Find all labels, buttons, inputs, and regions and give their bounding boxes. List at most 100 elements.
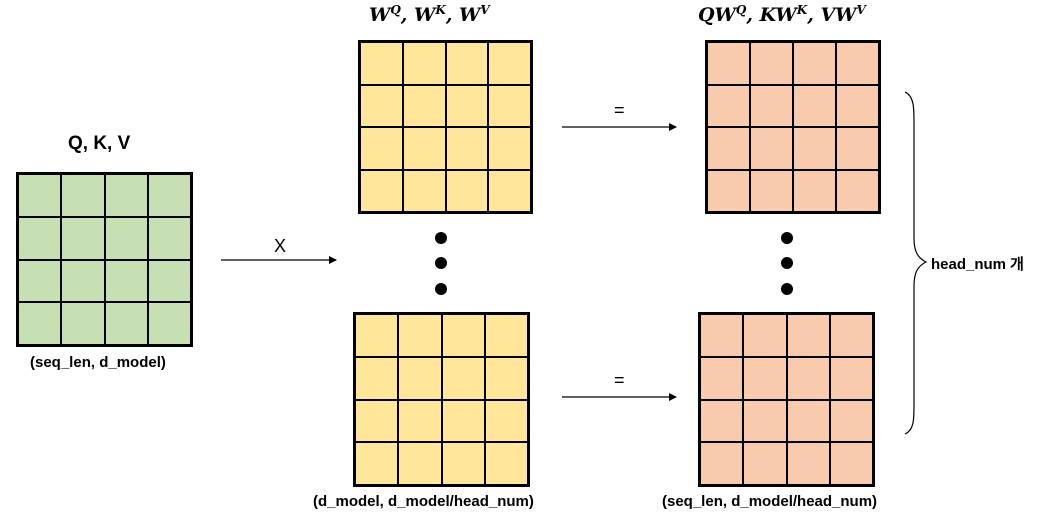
matrix-cell (484, 314, 528, 357)
equals-operator-bottom: = (614, 370, 625, 390)
matrix-cell (147, 302, 191, 345)
matrix-cell (61, 216, 105, 260)
matrix-cell (402, 127, 446, 170)
matrix-cell (61, 259, 105, 303)
matrix-cell (829, 399, 873, 443)
output-matrix-shape: (seq_len, d_model/head_num) (662, 493, 878, 510)
matrix-cell (786, 442, 830, 485)
matrix-cell (398, 442, 442, 485)
matrix-cell (441, 442, 485, 485)
input-matrix-shape: (seq_len, d_model) (30, 354, 166, 371)
matrix-cell (707, 84, 750, 127)
output-matrix-grid-top (705, 40, 881, 214)
matrix-cell (700, 399, 744, 443)
matrix-cell (488, 84, 531, 127)
matrix-cell (441, 399, 485, 443)
matrix-cell (836, 42, 879, 85)
matrix-cell (360, 42, 403, 85)
matrix-cell (743, 399, 787, 443)
input-matrix-title: Q, K, V (68, 133, 131, 154)
matrix-cell (793, 169, 836, 212)
matrix-cell (484, 442, 528, 485)
output-matrix-grid-bottom (698, 312, 875, 487)
matrix-cell (750, 127, 793, 170)
matrix-cell (402, 84, 446, 127)
matrix-cell (750, 42, 793, 85)
matrix-cell (18, 216, 62, 260)
matrix-cell (61, 302, 105, 345)
matrix-cell (829, 314, 873, 357)
matrix-cell (355, 442, 399, 485)
matrix-cell (488, 127, 531, 170)
output-matrix-title: QWQ, KWK, VWV (698, 3, 866, 26)
matrix-cell (836, 169, 879, 212)
matrix-cell (700, 442, 744, 485)
matrix-cell (402, 42, 446, 85)
ellipsis-dot (435, 283, 447, 295)
ellipsis-dot (435, 257, 447, 269)
matrix-cell (441, 314, 485, 357)
matrix-cell (786, 356, 830, 400)
matrix-cell (707, 42, 750, 85)
matrix-cell (355, 314, 399, 357)
matrix-cell (743, 356, 787, 400)
weight-matrix-grid-bottom (353, 312, 530, 487)
matrix-cell (18, 302, 62, 345)
matrix-cell (355, 356, 399, 400)
matrix-cell (18, 259, 62, 303)
matrix-cell (147, 174, 191, 217)
ellipsis-dot (781, 257, 793, 269)
matrix-cell (398, 399, 442, 443)
matrix-cell (829, 356, 873, 400)
matrix-cell (836, 84, 879, 127)
ellipsis-dot (781, 283, 793, 295)
matrix-cell (743, 442, 787, 485)
input-matrix-grid (16, 172, 193, 347)
matrix-cell (793, 84, 836, 127)
matrix-cell (445, 169, 489, 212)
ellipsis-dot (781, 232, 793, 244)
matrix-cell (18, 174, 62, 217)
matrix-cell (488, 42, 531, 85)
matrix-cell (445, 84, 489, 127)
matrix-cell (488, 169, 531, 212)
matrix-cell (360, 169, 403, 212)
matrix-cell (484, 356, 528, 400)
head-count-label: head_num 개 (931, 256, 1024, 273)
matrix-cell (355, 399, 399, 443)
matrix-cell (104, 174, 148, 217)
weight-matrix-grid-top (358, 40, 533, 214)
matrix-cell (707, 127, 750, 170)
matrix-cell (707, 169, 750, 212)
matrix-cell (402, 169, 446, 212)
matrix-cell (700, 356, 744, 400)
multiply-operator: X (274, 236, 287, 256)
matrix-cell (836, 127, 879, 170)
matrix-cell (398, 314, 442, 357)
matrix-cell (445, 127, 489, 170)
matrix-cell (104, 216, 148, 260)
matrix-cell (360, 127, 403, 170)
weight-matrix-shape: (d_model, d_model/head_num) (313, 493, 534, 510)
matrix-cell (441, 356, 485, 400)
matrix-cell (750, 169, 793, 212)
right-curly-brace (904, 91, 928, 435)
matrix-cell (61, 174, 105, 217)
matrix-cell (829, 442, 873, 485)
matrix-cell (104, 259, 148, 303)
matrix-cell (793, 127, 836, 170)
matrix-cell (484, 399, 528, 443)
matrix-cell (786, 314, 830, 357)
matrix-cell (793, 42, 836, 85)
matrix-cell (445, 42, 489, 85)
matrix-cell (700, 314, 744, 357)
matrix-cell (360, 84, 403, 127)
ellipsis-dot (435, 232, 447, 244)
equals-operator-top: = (614, 100, 625, 120)
matrix-cell (743, 314, 787, 357)
matrix-cell (104, 302, 148, 345)
weight-matrix-title: WQ, WK, WV (369, 3, 490, 26)
matrix-cell (147, 259, 191, 303)
matrix-cell (147, 216, 191, 260)
